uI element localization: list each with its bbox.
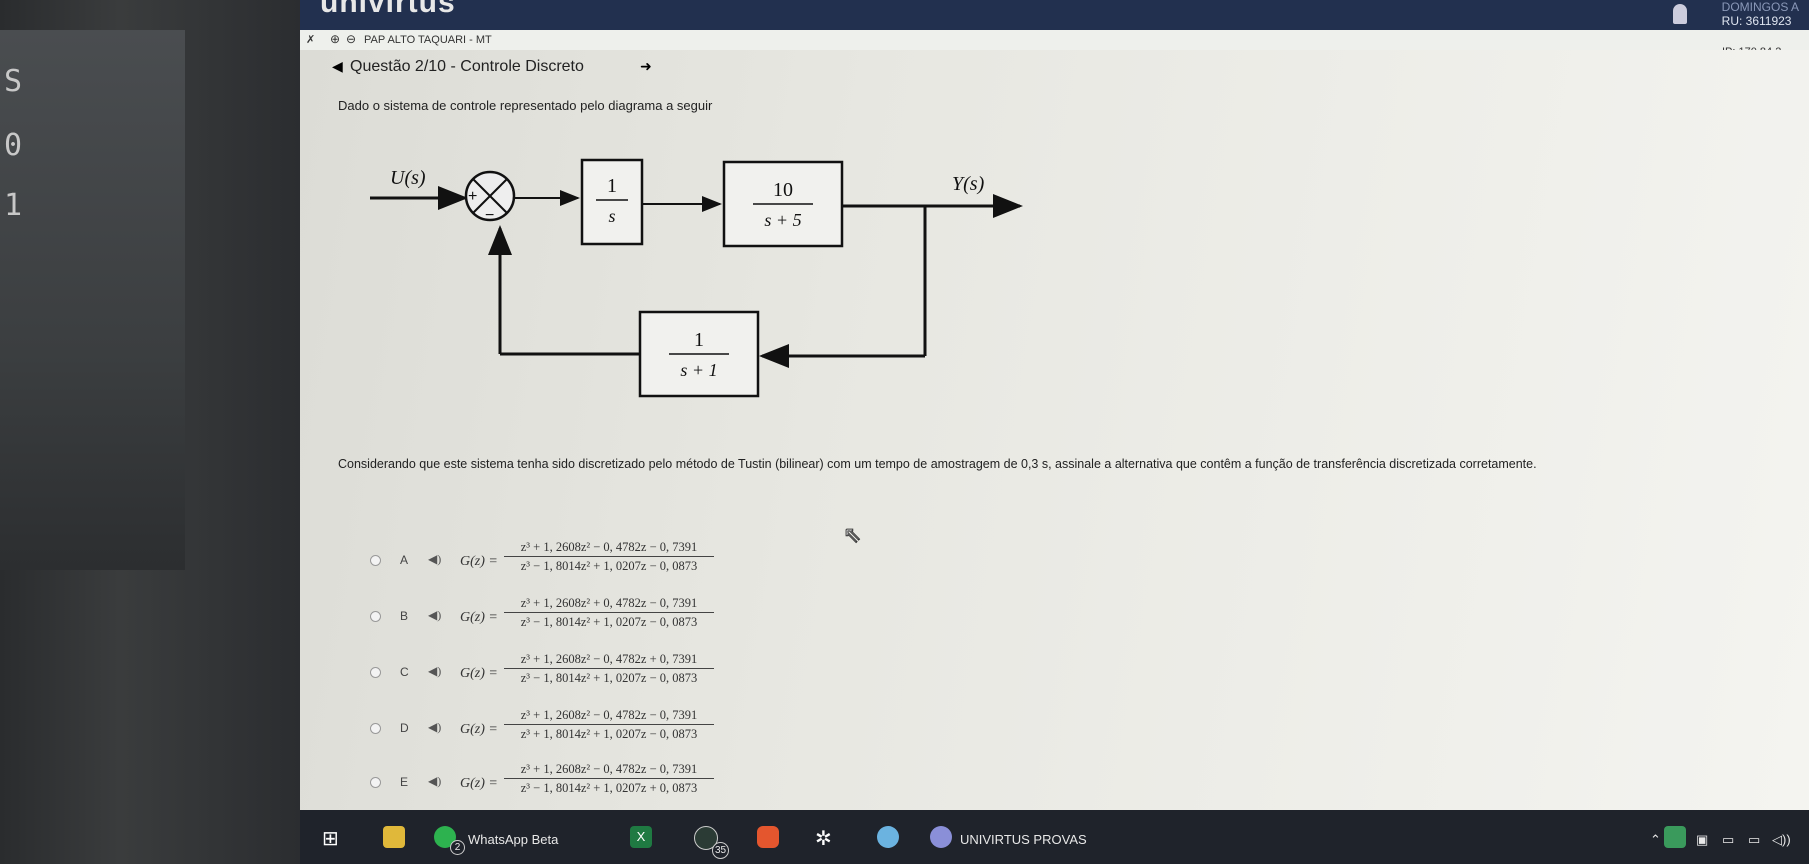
address-bar: ✗ ⊕ ⊖ PAP ALTO TAQUARI - MT <box>300 30 1809 50</box>
app-header <box>300 0 1809 32</box>
block2-num: 10 <box>773 179 793 201</box>
question-title: Questão 2/10 - Controle Discreto <box>350 58 584 75</box>
denominator: z³ − 1, 8014z² + 1, 0207z − 0, 0873 <box>520 615 698 629</box>
bezel-glyph: 0 <box>4 128 23 163</box>
option-letter: A <box>400 553 409 567</box>
whatsapp-taskbar-item[interactable]: WhatsApp Beta <box>468 832 559 847</box>
notification-badge: 35 <box>712 842 729 859</box>
univirtus-taskbar-item[interactable]: UNIVIRTUS PROVAS <box>960 832 1087 847</box>
volume-icon[interactable]: ◁)) <box>1772 832 1791 847</box>
radio-button[interactable] <box>370 611 381 622</box>
option-e[interactable]: E ◀) G(z) = z³ + 1, 2608z² − 0, 4782z − … <box>370 762 770 802</box>
chatgpt-icon[interactable]: ✲ <box>815 828 832 850</box>
person-icon[interactable] <box>877 826 899 848</box>
taskbar <box>300 810 1809 864</box>
numerator: z³ + 1, 2608z² + 0, 4782z − 0, 7391 <box>520 596 698 610</box>
zoom-in-icon[interactable]: ⊕ <box>330 32 341 46</box>
user-ru: RU: 3611923 <box>1721 14 1792 28</box>
zoom-out-icon[interactable]: ⊖ <box>346 32 357 46</box>
tray-app-icon[interactable] <box>1664 826 1686 848</box>
option-letter: B <box>400 609 409 623</box>
bezel-glyph: S <box>4 64 23 99</box>
question-panel <box>300 50 1809 810</box>
question-body: Considerando que este sistema tenha sido… <box>338 457 1537 471</box>
option-letter: D <box>400 721 409 735</box>
feedback-num: 1 <box>694 329 704 351</box>
user-name: DOMINGOS A <box>1721 0 1799 14</box>
transfer-function: z³ + 1, 2608z² − 0, 4782z − 0, 7391 z³ −… <box>504 762 714 796</box>
block2-den: s + 5 <box>764 210 801 230</box>
denominator: z³ − 1, 8014z² + 1, 0207z − 0, 0873 <box>520 559 698 573</box>
block1-num: 1 <box>607 175 617 197</box>
speaker-icon[interactable]: ◀) <box>428 608 442 622</box>
gz-label: G(z) = <box>460 554 498 569</box>
numerator: z³ + 1, 2608z² − 0, 4782z − 0, 7391 <box>520 540 698 554</box>
input-label: U(s) <box>390 167 426 189</box>
option-c[interactable]: C ◀) G(z) = z³ + 1, 2608z² − 0, 4782z + … <box>370 652 770 692</box>
univirtus-icon[interactable] <box>930 826 952 848</box>
brand-logo: univirtus <box>320 0 456 19</box>
numerator: z³ + 1, 2608z² − 0, 4782z + 0, 7391 <box>520 652 698 666</box>
tray-arrow-icon[interactable]: ⌃ <box>1650 832 1661 847</box>
speaker-icon[interactable]: ◀) <box>428 720 442 734</box>
network-icon[interactable]: ▭ <box>1748 832 1761 847</box>
file-explorer-icon[interactable] <box>383 826 405 848</box>
gz-label: G(z) = <box>460 610 498 625</box>
windows-start-icon[interactable]: ⊞ <box>322 828 339 850</box>
feedback-den: s + 1 <box>680 360 717 380</box>
pin-icon[interactable]: ✗ <box>306 34 316 46</box>
whatsapp-badge: 2 <box>450 840 465 855</box>
radio-button[interactable] <box>370 723 381 734</box>
arrow-left-icon[interactable]: ◀ <box>332 58 343 74</box>
integrator-block <box>580 158 644 246</box>
block-diagram: U(s) + − 1 s 10 s + 5 Y(s) 1 s + 1 <box>370 158 1023 398</box>
question-intro: Dado o sistema de controle representado … <box>338 98 713 113</box>
arrow-right-icon[interactable]: ➜ <box>640 58 652 74</box>
option-b[interactable]: B ◀) G(z) = z³ + 1, 2608z² + 0, 4782z − … <box>370 596 770 636</box>
gz-label: G(z) = <box>460 776 498 791</box>
option-letter: E <box>400 775 409 789</box>
side-panel <box>0 30 185 570</box>
speaker-icon[interactable]: ◀) <box>428 664 442 678</box>
speaker-icon[interactable]: ◀) <box>428 552 442 566</box>
user-avatar-icon[interactable] <box>1673 4 1687 24</box>
location-text: PAP ALTO TAQUARI - MT <box>364 34 492 46</box>
option-a[interactable]: A ◀) G(z) = z³ + 1, 2608z² − 0, 4782z − … <box>370 540 770 580</box>
denominator: z³ − 1, 8014z² + 1, 0207z + 0, 0873 <box>520 781 698 795</box>
sum-plus: + <box>468 188 477 205</box>
radio-button[interactable] <box>370 777 381 788</box>
block1-den: s <box>608 206 615 226</box>
radio-button[interactable] <box>370 555 381 566</box>
gz-label: G(z) = <box>460 666 498 681</box>
whatsapp-icon[interactable] <box>694 826 718 850</box>
transfer-function: z³ + 1, 2608z² − 0, 4782z − 0, 7391 z³ −… <box>504 540 714 574</box>
numerator: z³ + 1, 2608z² − 0, 4782z − 0, 7391 <box>520 708 698 722</box>
option-d[interactable]: D ◀) G(z) = z³ + 1, 2608z² − 0, 4782z − … <box>370 708 770 748</box>
output-label: Y(s) <box>952 173 985 195</box>
brave-icon[interactable] <box>757 826 779 848</box>
sum-minus: − <box>485 207 494 224</box>
excel-icon[interactable]: X <box>630 826 652 848</box>
denominator: z³ + 1, 8014z² + 1, 0207z − 0, 0873 <box>520 727 698 741</box>
battery-icon[interactable]: ▭ <box>1722 832 1735 847</box>
bezel-glyph: 1 <box>4 188 23 223</box>
transfer-function: z³ + 1, 2608z² − 0, 4782z − 0, 7391 z³ +… <box>504 708 714 742</box>
mouse-cursor-icon: ⇖ <box>842 522 862 548</box>
option-letter: C <box>400 665 409 679</box>
gz-label: G(z) = <box>460 722 498 737</box>
numerator: z³ + 1, 2608z² − 0, 4782z − 0, 7391 <box>520 762 698 776</box>
transfer-function: z³ + 1, 2608z² + 0, 4782z − 0, 7391 z³ −… <box>504 596 714 630</box>
user-info: DOMINGOS A RU: 3611923 <box>1722 0 1799 28</box>
transfer-function: z³ + 1, 2608z² − 0, 4782z + 0, 7391 z³ −… <box>504 652 714 686</box>
tray-app-icon[interactable]: ▣ <box>1696 832 1709 847</box>
radio-button[interactable] <box>370 667 381 678</box>
denominator: z³ − 1, 8014z² + 1, 0207z − 0, 0873 <box>520 671 698 685</box>
speaker-icon[interactable]: ◀) <box>428 774 442 788</box>
